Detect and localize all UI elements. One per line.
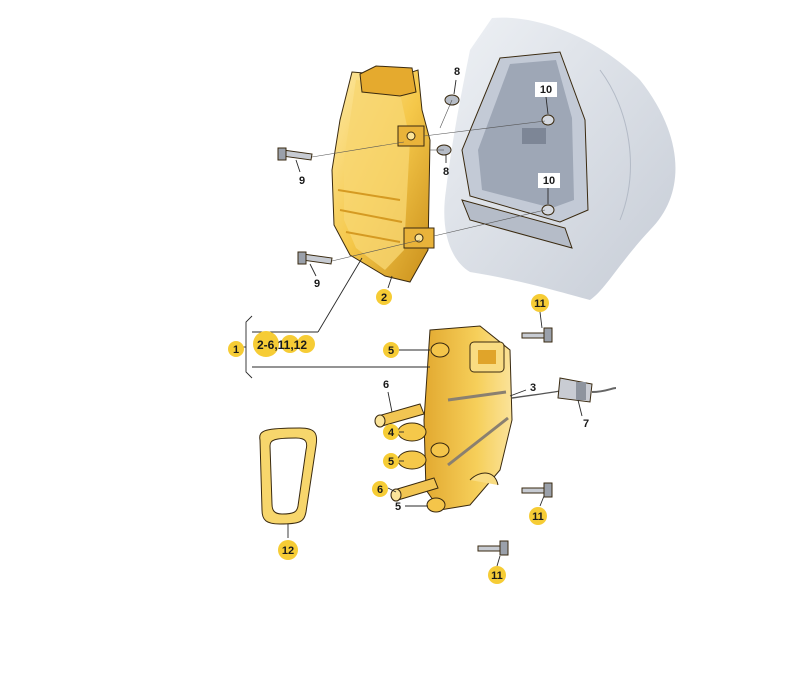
callout-8a-text: 8 bbox=[454, 66, 460, 78]
wiring-connector bbox=[511, 377, 617, 403]
callout-5b-text: 5 bbox=[388, 456, 394, 468]
screw-11-top bbox=[521, 327, 553, 343]
bulb-carrier bbox=[423, 325, 513, 513]
callout-12: 12 bbox=[278, 540, 298, 560]
callout-9a: 9 bbox=[299, 175, 305, 187]
assembly-guide-lines bbox=[311, 99, 546, 262]
callout-5c-text: 5 bbox=[395, 501, 401, 513]
callout-2-text: 2 bbox=[381, 292, 387, 304]
callout-5c: 5 bbox=[395, 501, 401, 513]
bulb-6-lower bbox=[390, 477, 439, 502]
screw-9-lower bbox=[297, 251, 333, 265]
callout-3: 3 bbox=[530, 382, 536, 394]
callout-7: 7 bbox=[583, 418, 589, 430]
callout-11c: 11 bbox=[488, 566, 506, 584]
callout-11b: 11 bbox=[529, 507, 547, 525]
callout-11c-text: 11 bbox=[491, 570, 503, 582]
callout-8a: 8 bbox=[454, 66, 460, 78]
gasket-seal bbox=[259, 427, 318, 525]
callout-8b: 8 bbox=[443, 166, 449, 178]
screw-9-upper bbox=[277, 147, 313, 161]
screw-11-bottom bbox=[477, 540, 509, 556]
callout-10b-text: 10 bbox=[543, 175, 555, 187]
callout-3-text: 3 bbox=[530, 382, 536, 394]
callout-6a: 6 bbox=[383, 379, 389, 391]
callout-10a-text: 10 bbox=[540, 84, 552, 96]
callout-8b-text: 8 bbox=[443, 166, 449, 178]
screw-11-right bbox=[521, 482, 553, 498]
callout-group-2-6-11-12: 2-6,11,12 bbox=[253, 331, 315, 357]
callout-10b: 10 bbox=[538, 173, 560, 188]
callout-9b: 9 bbox=[314, 278, 320, 290]
callout-4-text: 4 bbox=[388, 427, 395, 439]
stud-10-lower bbox=[541, 204, 555, 216]
callout-5b: 5 bbox=[383, 453, 399, 469]
callout-11b-text: 11 bbox=[532, 511, 544, 523]
callout-12-text: 12 bbox=[282, 545, 294, 557]
callout-6a-text: 6 bbox=[383, 379, 389, 391]
callout-11a: 11 bbox=[531, 294, 549, 312]
callout-1-text: 1 bbox=[233, 344, 239, 356]
callout-6b-text: 6 bbox=[377, 484, 383, 496]
callout-2: 2 bbox=[376, 289, 392, 305]
stud-10-upper bbox=[541, 114, 555, 126]
callout-4: 4 bbox=[383, 424, 399, 440]
bulb-5-lower bbox=[397, 450, 427, 470]
leader-lines bbox=[287, 79, 583, 567]
bulb-6-upper bbox=[374, 403, 425, 428]
callout-1: 1 bbox=[228, 341, 244, 357]
callout-5a-text: 5 bbox=[388, 345, 394, 357]
group-label-text: 2-6,11,12 bbox=[257, 338, 307, 352]
vehicle-body-panel bbox=[444, 17, 676, 301]
callout-6b: 6 bbox=[372, 481, 388, 497]
callout-7-text: 7 bbox=[583, 418, 589, 430]
tail-light-housing bbox=[331, 65, 435, 283]
callout-11a-text: 11 bbox=[534, 298, 546, 310]
callout-5a: 5 bbox=[383, 342, 399, 358]
callout-10a: 10 bbox=[535, 82, 557, 97]
callout-9b-text: 9 bbox=[314, 278, 320, 290]
callout-9a-text: 9 bbox=[299, 175, 305, 187]
